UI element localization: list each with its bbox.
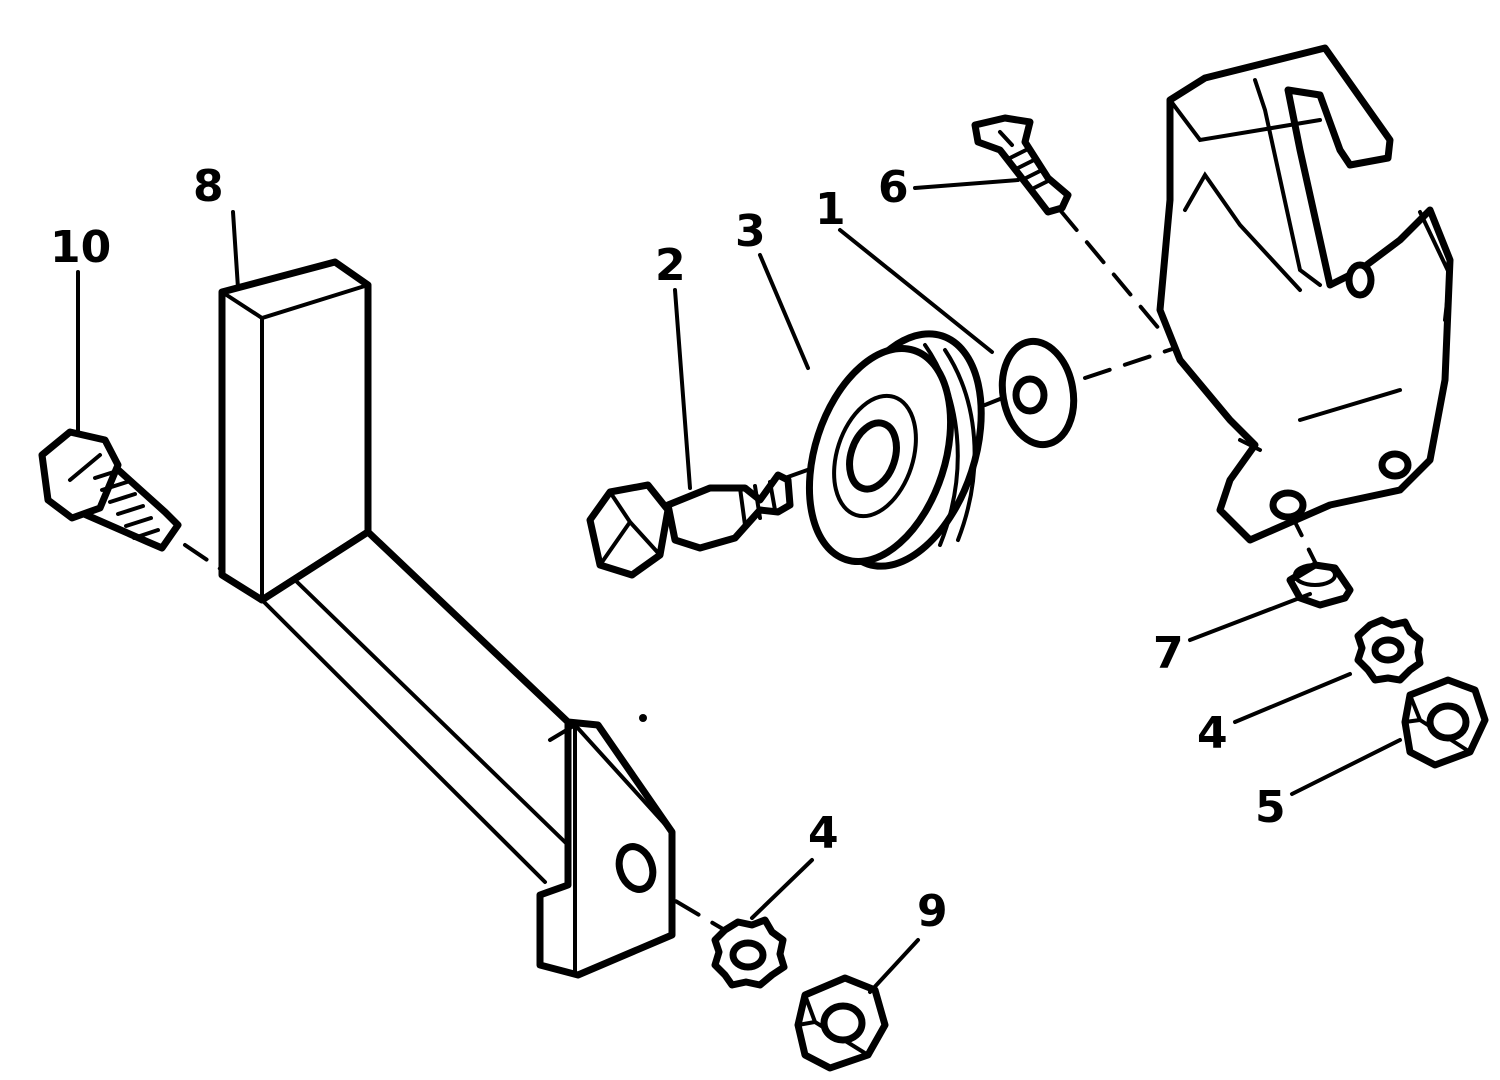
speck-mark bbox=[639, 714, 647, 722]
callout-label-2: 2 bbox=[655, 240, 686, 291]
pivot-screw-part-6 bbox=[971, 114, 1072, 216]
pulley-part-3 bbox=[805, 330, 985, 570]
callout-label-1: 1 bbox=[815, 184, 846, 235]
callout-label-10: 10 bbox=[50, 222, 112, 273]
callout-label-8: 8 bbox=[193, 161, 224, 212]
washer-part-1 bbox=[998, 337, 1078, 449]
callout-label-7: 7 bbox=[1153, 628, 1184, 679]
hex-nut-part-9 bbox=[794, 974, 889, 1072]
callout-label-6: 6 bbox=[878, 162, 909, 213]
callout-leaders bbox=[76, 178, 1402, 994]
shoulder-bolt-part-2 bbox=[586, 471, 794, 579]
callout-label-3: 3 bbox=[735, 206, 766, 257]
lock-washer-part-4-lower bbox=[711, 916, 788, 989]
mounting-bracket bbox=[1156, 44, 1454, 544]
lock-washer-part-4-right bbox=[1354, 616, 1424, 684]
screw-part-10 bbox=[38, 428, 182, 552]
bracket-part-8 bbox=[218, 258, 676, 979]
callout-label-9: 9 bbox=[917, 886, 948, 937]
hex-nut-part-5 bbox=[1401, 676, 1489, 769]
callout-label-4-right: 4 bbox=[1197, 708, 1228, 759]
callout-label-4-lower: 4 bbox=[808, 808, 839, 859]
callout-label-5: 5 bbox=[1255, 782, 1286, 833]
